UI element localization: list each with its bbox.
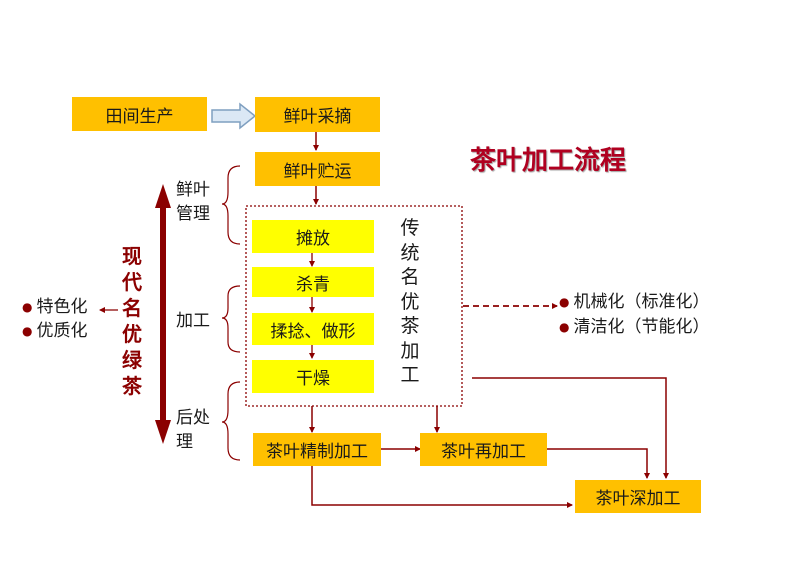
fresh-leaf-brace <box>221 165 241 245</box>
feature-text: 特色化 <box>36 297 88 317</box>
traditional-char: 名 <box>400 266 420 288</box>
leaf-picking-box: 鲜叶采摘 <box>255 97 380 132</box>
processing-brace <box>221 285 241 353</box>
modern-char: 优 <box>122 322 142 346</box>
reprocess-to-deep-arrow <box>547 448 650 479</box>
feature-bullet: ●特色化 <box>22 292 87 317</box>
bullet-dot-icon: ● <box>22 300 33 314</box>
traditional-process-label: 传 统 名 优 茶 加 工 <box>398 216 422 388</box>
modern-char: 绿 <box>122 348 142 372</box>
stage-line: 后处 <box>176 408 210 428</box>
modernization-bullet: ●清洁化（节能化） <box>559 312 709 337</box>
reprocess-box: 茶叶再加工 <box>420 433 547 466</box>
bullet-dot-icon: ● <box>559 295 570 309</box>
spread-box: 摊放 <box>252 220 374 253</box>
stage-line: 管理 <box>176 204 210 224</box>
traditional-char: 茶 <box>400 315 420 337</box>
stage-fresh-leaf-label: 鲜叶 管理 <box>176 178 210 226</box>
diagram-title: 茶叶加工流程 <box>470 146 627 176</box>
traditional-char: 工 <box>400 364 420 386</box>
rolling-box: 揉捻、做形 <box>252 313 374 345</box>
stage-processing-label: 加工 <box>176 311 210 331</box>
traditional-char: 统 <box>400 241 420 264</box>
traditional-char: 传 <box>400 217 420 239</box>
modern-char: 代 <box>122 270 142 294</box>
stage-line: 理 <box>176 432 193 452</box>
leaf-transport-box: 鲜叶贮运 <box>255 152 380 186</box>
process-to-deep-arrow <box>472 377 669 479</box>
drying-box: 干燥 <box>252 360 374 393</box>
post-brace <box>221 381 241 461</box>
bullet-dot-icon: ● <box>559 320 570 334</box>
modern-char: 名 <box>122 296 142 320</box>
traditional-process-frame <box>245 205 463 407</box>
traditional-char: 加 <box>400 339 420 362</box>
stage-post-label: 后处 理 <box>176 406 210 454</box>
modernization-text: 清洁化（节能化） <box>573 317 710 337</box>
modernization-text: 机械化（标准化） <box>573 292 710 312</box>
refine-box: 茶叶精制加工 <box>253 433 381 466</box>
field-production-box: 田间生产 <box>72 97 207 131</box>
field-to-pick-arrow <box>211 102 257 130</box>
modernization-bullet: ●机械化（标准化） <box>559 287 709 312</box>
modern-char: 现 <box>122 244 142 268</box>
kill-green-box: 杀青 <box>252 267 374 297</box>
bullet-dot-icon: ● <box>22 324 33 338</box>
feature-text: 优质化 <box>36 321 88 341</box>
refine-to-deep-arrow <box>311 466 573 508</box>
modern-arrow-bottom-head <box>155 420 171 444</box>
deep-process-box: 茶叶深加工 <box>575 480 701 513</box>
traditional-char: 优 <box>400 290 420 313</box>
modern-arrow-top-head <box>155 184 171 208</box>
modern-green-tea-label: 现 代 名 优 绿 茶 <box>120 243 144 399</box>
stage-line: 鲜叶 <box>176 180 210 200</box>
feature-bullet: ●优质化 <box>22 316 87 341</box>
modern-char: 茶 <box>122 374 142 398</box>
